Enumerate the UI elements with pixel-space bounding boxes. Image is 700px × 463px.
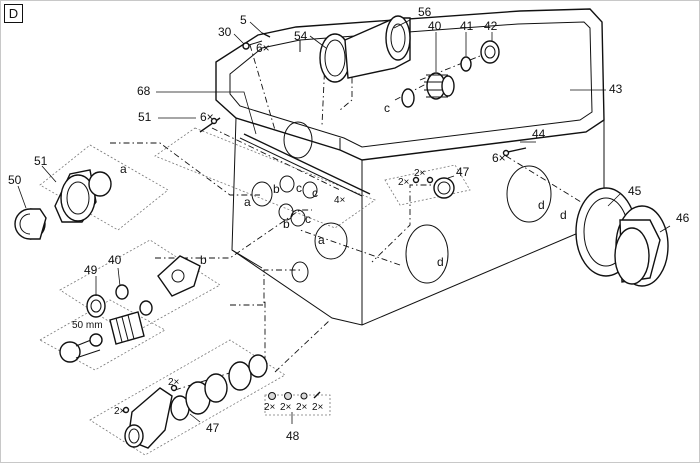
part-46-collar (614, 205, 669, 287)
part-30-screw (242, 40, 263, 50)
label-d-left45: d (560, 208, 567, 222)
label-51-top: 51 (138, 110, 152, 124)
part-b-fitting (157, 255, 201, 297)
label-40-mid: 40 (108, 253, 122, 267)
part-48-hardware (268, 391, 321, 400)
label-48-q2: 2× (280, 402, 292, 413)
part-47-valve-bottom (122, 354, 268, 449)
label-b-box2: b (283, 217, 290, 231)
label-c-box3: c (305, 212, 311, 226)
label-30: 30 (218, 25, 232, 39)
label-56: 56 (418, 5, 432, 19)
label-41: 41 (460, 19, 474, 33)
part-50-cap (14, 208, 47, 240)
part-41-ring (460, 56, 472, 72)
label-46: 46 (676, 211, 690, 225)
label-48: 48 (286, 429, 300, 443)
label-a-box2: a (318, 233, 325, 247)
label-c-box1: c (296, 181, 302, 195)
label-c-box2: c (312, 186, 318, 200)
label-b-left: b (200, 253, 207, 267)
part-56-pipe-sleeve (319, 15, 411, 83)
label-6x-44: 6× (492, 151, 506, 165)
part-49-cap (86, 294, 106, 318)
part-5-washer (261, 32, 271, 38)
label-51-left: 51 (34, 154, 48, 168)
label-2x-47a: 2× (414, 168, 426, 179)
label-d-right1: d (538, 198, 545, 212)
labels: 5 30 6× 54 56 40 41 42 43 68 51 6× 44 6×… (8, 5, 690, 443)
label-48-q3: 2× (296, 402, 308, 413)
label-5: 5 (240, 13, 247, 27)
label-48-q4: 2× (312, 402, 324, 413)
part-68-rod (239, 133, 371, 197)
label-50: 50 (8, 173, 22, 187)
part-40-connector-top (401, 72, 455, 108)
label-b-box1: b (273, 182, 280, 196)
label-49: 49 (84, 263, 98, 277)
part-44-bolt (502, 147, 527, 157)
leader-lines (17, 19, 671, 424)
label-a-left: a (120, 162, 127, 176)
label-2x-47d: 2× (114, 406, 126, 417)
part-51-screw-top (199, 117, 221, 133)
label-43: 43 (609, 82, 623, 96)
label-6x-top: 6× (256, 41, 270, 55)
label-48-q1: 2× (264, 402, 276, 413)
tank-body (215, 8, 605, 326)
label-d-right2: d (437, 255, 444, 269)
part-40-rings-mid (115, 284, 153, 316)
label-4x: 4× (334, 195, 346, 206)
label-44: 44 (532, 127, 546, 141)
label-6x-51: 6× (200, 110, 214, 124)
label-45: 45 (628, 184, 642, 198)
label-47-right: 47 (456, 165, 470, 179)
label-40-top: 40 (428, 19, 442, 33)
label-68: 68 (137, 84, 151, 98)
label-50mm: 50 mm (72, 320, 103, 331)
part-47-clamp-right (412, 176, 455, 199)
tank-openings (251, 121, 552, 284)
label-54: 54 (294, 29, 308, 43)
label-47-bottom: 47 (206, 421, 220, 435)
part-corrugated-pipe (59, 311, 145, 363)
label-42: 42 (484, 19, 498, 33)
label-a-box: a (244, 195, 251, 209)
panel-badge: D (4, 4, 23, 23)
label-2x-47b: 2× (398, 177, 410, 188)
part-51-adapter-left (54, 169, 112, 223)
label-c-top: c (384, 101, 390, 115)
part-42-nut (480, 40, 500, 64)
label-2x-47c: 2× (168, 377, 180, 388)
